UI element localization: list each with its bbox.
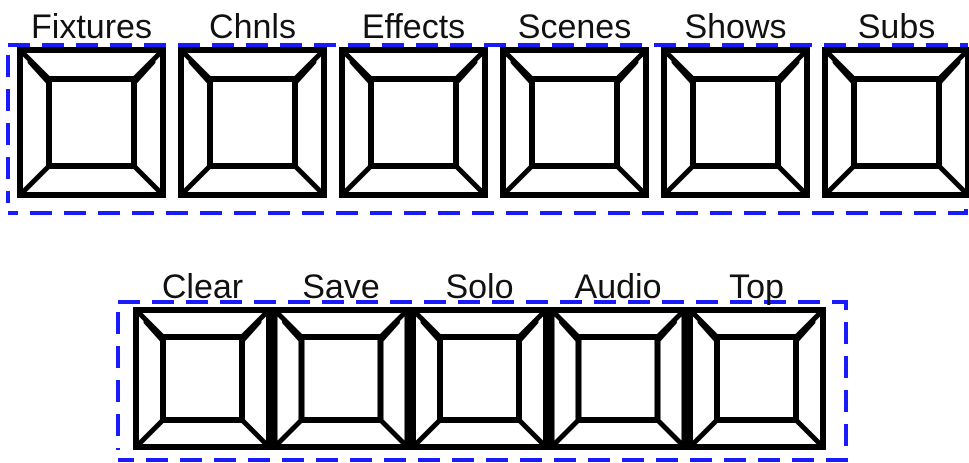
key-button-effects[interactable] xyxy=(342,50,485,195)
key-label-solo: Solo xyxy=(445,268,513,306)
key-label-audio: Audio xyxy=(575,268,662,306)
key-label-clear: Clear xyxy=(162,268,243,306)
key-label-save: Save xyxy=(302,268,380,306)
bottom-button-group: Clear Save Solo Audio Top xyxy=(118,268,846,460)
key-button-solo[interactable] xyxy=(413,310,546,447)
key-inner-face xyxy=(210,79,295,166)
key-button-audio[interactable] xyxy=(552,310,685,447)
key-inner-face xyxy=(371,79,456,166)
key-button-clear[interactable] xyxy=(136,310,269,447)
key-button-chnls[interactable] xyxy=(181,50,324,195)
key-button-save[interactable] xyxy=(275,310,408,447)
key-inner-face xyxy=(440,337,519,420)
key-button-subs[interactable] xyxy=(825,50,968,195)
key-inner-face xyxy=(532,79,617,166)
key-label-top: Top xyxy=(729,268,784,306)
key-label-shows: Shows xyxy=(684,8,786,46)
key-label-chnls: Chnls xyxy=(209,8,296,46)
key-inner-face xyxy=(579,337,658,420)
key-inner-face xyxy=(854,79,939,166)
key-button-scenes[interactable] xyxy=(503,50,646,195)
key-button-top[interactable] xyxy=(690,310,823,447)
key-inner-face xyxy=(717,337,796,420)
key-label-scenes: Scenes xyxy=(518,8,631,46)
key-label-fixtures: Fixtures xyxy=(31,8,152,46)
key-button-fixtures[interactable] xyxy=(20,50,163,195)
key-inner-face xyxy=(49,79,134,166)
key-inner-face xyxy=(693,79,778,166)
key-button-shows[interactable] xyxy=(664,50,807,195)
key-label-effects: Effects xyxy=(362,8,465,46)
key-inner-face xyxy=(163,337,242,420)
key-inner-face xyxy=(302,337,381,420)
key-label-subs: Subs xyxy=(858,8,936,46)
